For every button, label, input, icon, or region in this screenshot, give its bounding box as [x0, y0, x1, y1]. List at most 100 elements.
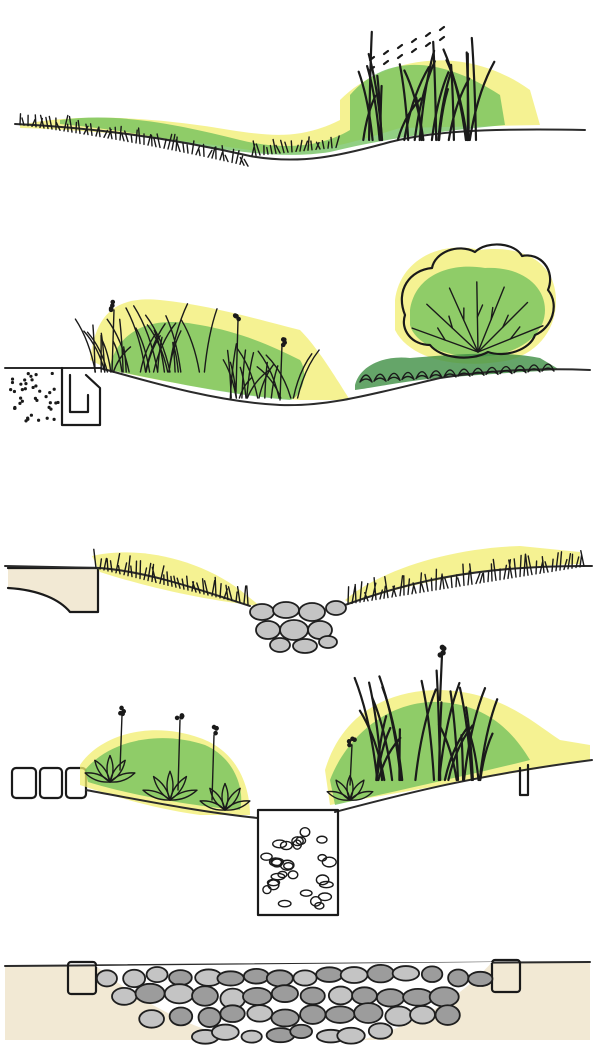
gravel-dot: [11, 377, 14, 380]
gravel-dot: [51, 372, 54, 375]
seed-tick: [398, 45, 402, 58]
gravel-dot: [44, 395, 47, 398]
flower-dot: [283, 338, 286, 341]
gravel-dot: [19, 383, 22, 386]
rock: [337, 1028, 365, 1044]
rock: [410, 1006, 435, 1024]
rock: [243, 988, 271, 1005]
rock: [293, 639, 317, 653]
groundcover-wash: [355, 354, 560, 390]
rock: [270, 638, 290, 652]
flower-dot: [212, 725, 215, 728]
rock: [326, 1006, 355, 1023]
flower-dot: [441, 651, 444, 654]
section-meadow-swale: [15, 27, 585, 166]
gravel-dot: [9, 388, 12, 391]
flower-dot: [180, 714, 183, 717]
rock: [326, 601, 346, 615]
gravel-dot: [21, 388, 24, 391]
seed-tick: [426, 33, 430, 46]
rock: [319, 636, 337, 648]
section-rock-channel: [5, 960, 590, 1050]
rock: [430, 987, 459, 1006]
section-grass-rock-swale: [5, 546, 592, 653]
flower-dot: [282, 343, 285, 346]
rock: [367, 965, 394, 983]
flower-dot: [176, 716, 179, 719]
rock: [278, 900, 291, 906]
gravel-dot: [37, 419, 40, 422]
gravel-dot: [23, 378, 26, 381]
gravel-dot: [27, 372, 30, 375]
gravel-dot: [13, 390, 16, 393]
rock: [272, 985, 298, 1002]
rock: [273, 602, 299, 618]
rock: [385, 1007, 412, 1026]
seed-tick: [384, 51, 388, 64]
gravel-dot: [53, 388, 56, 391]
rock: [247, 1005, 272, 1022]
rock: [316, 875, 328, 885]
flower-dot: [214, 732, 217, 735]
gravel-dot: [11, 381, 14, 384]
rock: [170, 1008, 193, 1026]
river-rock-channel: [250, 601, 346, 653]
rock: [139, 1010, 164, 1028]
gravel-dot: [49, 401, 52, 404]
gravel-dot: [34, 384, 37, 387]
rock: [165, 984, 194, 1003]
paver-block: [12, 768, 36, 798]
rock: [244, 969, 269, 984]
rock: [112, 988, 136, 1005]
gravel-dot: [19, 396, 22, 399]
rock: [369, 1023, 392, 1038]
curb-drain: [62, 368, 100, 425]
rock: [241, 1031, 261, 1043]
rock: [436, 1005, 460, 1025]
gravel-dot: [30, 414, 33, 417]
rock: [212, 1025, 239, 1040]
flower-dot: [111, 300, 114, 303]
rock: [300, 1005, 325, 1024]
rock: [267, 970, 293, 986]
gravel-dot: [18, 402, 21, 405]
rock: [199, 1008, 221, 1027]
gravel-dot: [24, 387, 27, 390]
rock: [352, 987, 377, 1004]
gravel-dot: [21, 400, 24, 403]
rock: [147, 967, 168, 982]
rock: [192, 986, 218, 1005]
rock: [169, 970, 192, 985]
rock: [393, 966, 420, 981]
gravel-dot: [48, 391, 51, 394]
gravel-dot: [46, 417, 49, 420]
gravel-dot: [38, 390, 41, 393]
rock: [318, 893, 331, 901]
rock: [220, 1005, 244, 1022]
rock: [300, 828, 310, 837]
section-planted-swale: [12, 646, 592, 915]
gravel-dot: [34, 397, 37, 400]
flower-dot: [234, 314, 237, 317]
rock: [354, 1003, 382, 1023]
flower-dot: [120, 706, 123, 709]
flower-dot: [111, 304, 114, 307]
flower-dot: [347, 740, 350, 743]
rock: [341, 967, 368, 983]
rock: [293, 970, 316, 985]
flower-dot: [121, 712, 124, 715]
rock: [448, 969, 468, 986]
rock: [300, 890, 312, 896]
flower-dot: [348, 743, 351, 746]
gravel-dot: [56, 401, 59, 404]
rock: [317, 836, 327, 843]
rock: [256, 621, 280, 639]
rock: [422, 966, 443, 982]
rock: [263, 886, 271, 894]
paver-blocks: [12, 768, 86, 798]
rock: [322, 857, 336, 867]
rock: [329, 987, 353, 1005]
rock: [468, 972, 492, 986]
gravel-dot: [24, 419, 27, 422]
